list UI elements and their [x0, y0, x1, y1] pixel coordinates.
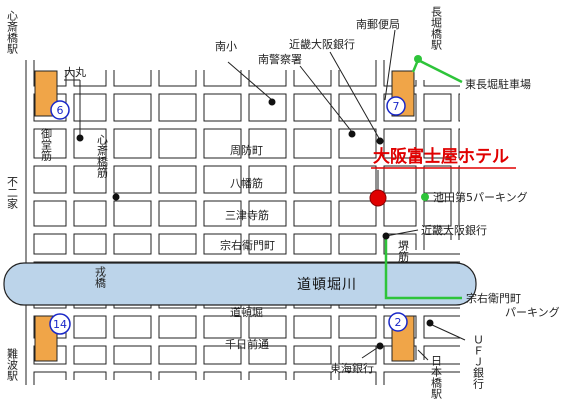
landmark-minamisho: 南小: [215, 40, 237, 53]
fujiie-dot: [112, 193, 120, 201]
river-dotonbori: [3, 262, 477, 306]
street-sennichimae: 千日前通: [225, 337, 269, 351]
landmark-minamikeisatsu: 南警察署: [258, 52, 302, 66]
station-name-nipponbashi: 日本橋駅: [430, 355, 443, 400]
minamikeisatsu-dot: [348, 130, 356, 138]
station-name-namba: 難波駅: [6, 348, 19, 382]
parking-ikeda-dot[interactable]: [421, 193, 429, 201]
landmark-ufj: ＵＦＪ銀行: [472, 334, 485, 390]
landmark-soemon-parking-1: 宗右衛門町: [466, 291, 521, 305]
route-soemon-parking: [384, 236, 462, 300]
street-midosuji: 御堂筋: [40, 127, 53, 162]
landmark-tokai: 東海銀行: [330, 361, 374, 375]
road-v-fill-15: [376, 60, 384, 260]
hotel-marker[interactable]: [369, 189, 387, 207]
station-badge-2[interactable]: 2: [388, 312, 408, 332]
minamisho-dot: [268, 98, 276, 106]
landmark-daimaru: 大丸: [64, 65, 86, 79]
station-name-shinsaibashi: 心斎橋駅: [6, 10, 19, 55]
road-v-fill-14: [331, 305, 339, 380]
tokai-dot: [376, 342, 384, 350]
station-shinsaibashi-bar[interactable]: [34, 70, 58, 117]
street-sanzenji: 三津寺筋: [225, 208, 269, 222]
road-v-fill-19: [451, 90, 459, 240]
road-v-fill-0: [26, 60, 34, 385]
street-soemon: 宗右衛門町: [220, 238, 275, 252]
daimaru-dot: [76, 134, 84, 142]
road-v-fill-3: [106, 70, 114, 260]
landmark-kinki1: 近畿大阪銀行: [289, 37, 355, 51]
svg-text:2: 2: [395, 316, 402, 329]
street-ebisubashi: 戎橋: [94, 266, 107, 289]
station-name-nagahoribashi: 長堀橋駅: [430, 6, 443, 51]
street-dotonbori: 道頓堀: [230, 305, 263, 319]
street-yawata: 八幡筋: [230, 176, 263, 190]
road-v-fill-11: [286, 70, 294, 260]
leader-lines: [64, 29, 466, 361]
route-higashinagahori: [411, 58, 463, 84]
road-v-fill-7: [196, 70, 204, 260]
road-v-fill-5: [151, 70, 159, 260]
kinki2-dot: [382, 232, 390, 240]
landmark-minamiyubin: 南郵便局: [356, 18, 400, 31]
landmark-higashinagahori: 東長堀駐車場: [465, 77, 531, 91]
station-badge-7[interactable]: 7: [386, 96, 406, 116]
kinki1-dot: [376, 137, 384, 145]
landmark-fujiie: 不二家: [6, 176, 19, 209]
river-label: 道頓堀川: [297, 277, 357, 293]
road-v-fill-9: [241, 70, 249, 260]
road-v-fill-12: [286, 305, 294, 380]
hotel-name: 大阪富士屋ホテル: [373, 146, 509, 167]
svg-text:6: 6: [57, 104, 64, 117]
parking-higashinagahori-dot[interactable]: [414, 55, 422, 63]
street-shuho: 周防町: [230, 143, 263, 157]
road-v-fill-6: [151, 305, 159, 380]
road-v-fill-17: [416, 80, 424, 250]
road-network: [25, 60, 460, 385]
road-v-fill-1: [66, 70, 74, 260]
svg-text:14: 14: [53, 318, 67, 331]
street-sakaisuji: 堺筋: [397, 240, 410, 263]
svg-text:7: 7: [393, 100, 400, 113]
landmark-dots: [76, 98, 434, 350]
street-shinsaibashisuji: 心斎橋筋: [96, 134, 109, 179]
road-v-fill-8: [196, 305, 204, 380]
landmark-ikedadai5: 池田第5パーキング: [433, 190, 528, 204]
road-v-fill-18: [416, 310, 424, 360]
road-v-fill-10: [241, 305, 249, 380]
landmark-soemon-parking-2: パーキング: [505, 305, 560, 319]
road-v-fill-13: [331, 70, 339, 260]
station-badge-14[interactable]: 14: [49, 313, 71, 335]
station-badge-6[interactable]: 6: [50, 100, 70, 120]
road-v-fill-4: [106, 305, 114, 380]
ufj-dot: [426, 319, 434, 327]
landmark-kinki2: 近畿大阪銀行: [421, 223, 487, 237]
road-v-fill-2: [66, 305, 74, 380]
